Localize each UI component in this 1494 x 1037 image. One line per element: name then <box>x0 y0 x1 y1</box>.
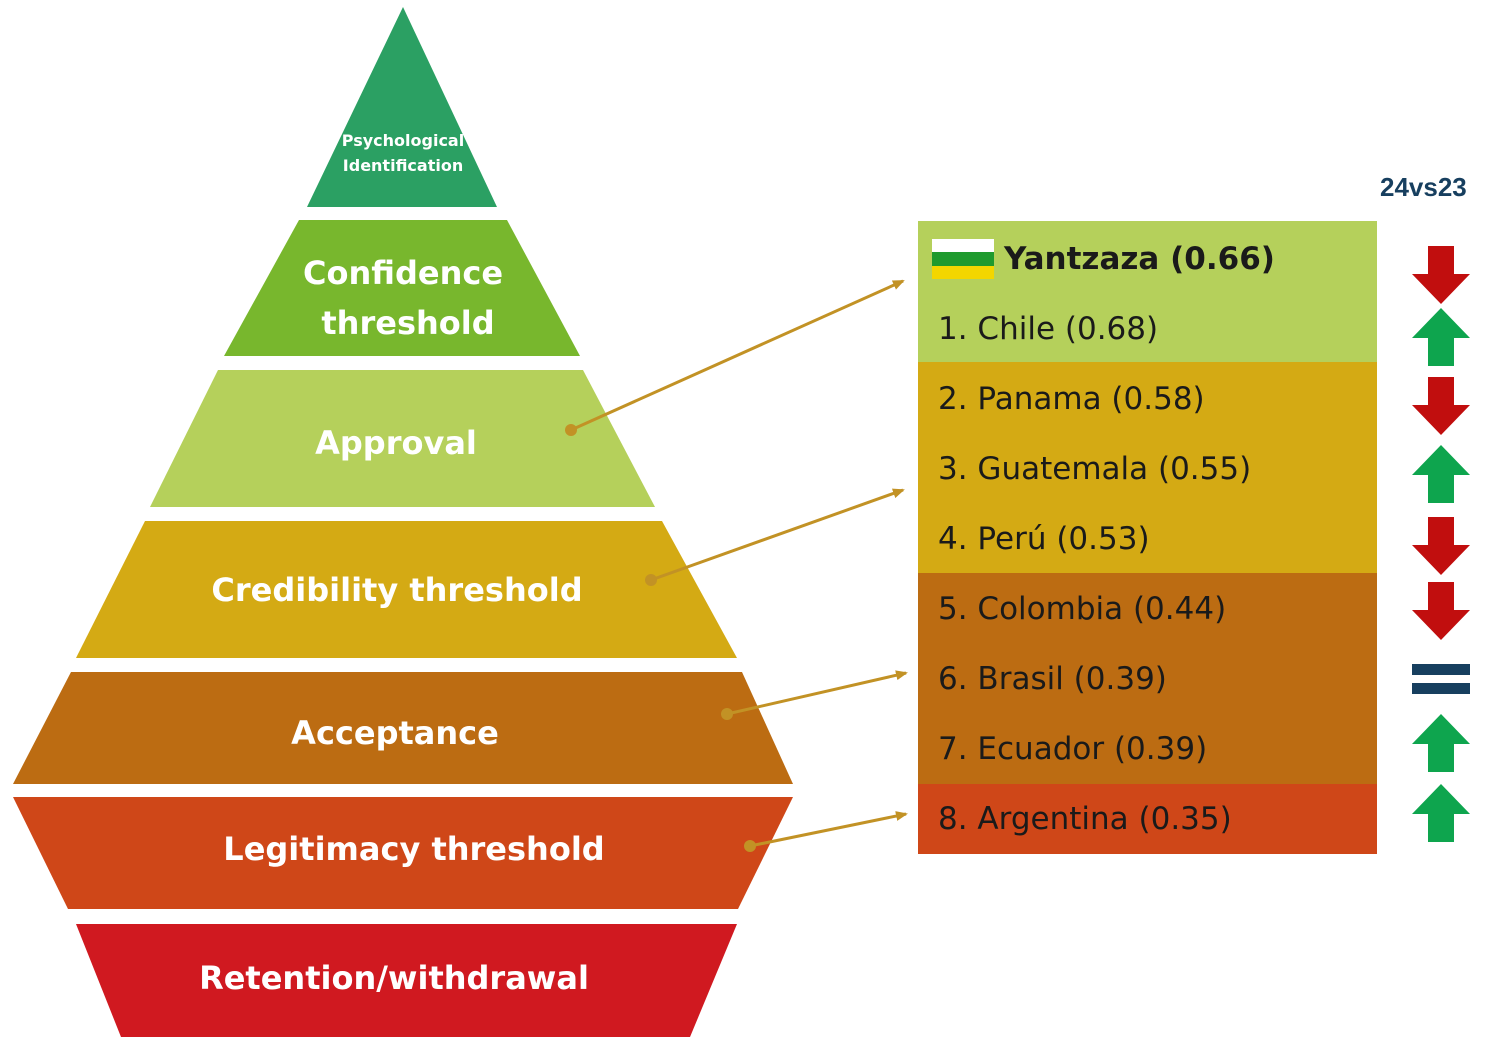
pyramid-level-7 <box>76 924 737 1037</box>
trend-icon-2 <box>1412 377 1470 435</box>
band-legitimacy <box>918 784 1377 854</box>
pyramid-label-3: Approval <box>315 424 477 462</box>
pyramid-level-4 <box>76 521 737 658</box>
ranking-item-3: 3. Guatemala (0.55) <box>938 451 1252 487</box>
band-credibility <box>918 362 1377 573</box>
pyramid-level-6 <box>13 797 793 909</box>
ranking-item-2: 2. Panama (0.58) <box>938 381 1205 417</box>
pyramid-level-3 <box>150 370 655 507</box>
band-approval <box>918 221 1377 362</box>
ecuador-flag-icon <box>932 239 994 279</box>
connector-approval <box>565 279 905 436</box>
flag-stripe-middle <box>932 252 994 266</box>
pyramid-label-2b: threshold <box>321 304 494 342</box>
pyramid-label-5: Acceptance <box>291 714 499 752</box>
ranking-item-4: 4. Perú (0.53) <box>938 521 1150 557</box>
trend-icon-7 <box>1412 714 1470 772</box>
ranking-item-5: 5. Colombia (0.44) <box>938 591 1227 627</box>
pyramid-label-1b: Identification <box>343 156 463 175</box>
ranking-item-1: 1. Chile (0.68) <box>938 311 1159 347</box>
flag-stripe-top <box>932 239 994 253</box>
connector-credibility <box>645 488 905 586</box>
trend-icon-1 <box>1412 308 1470 366</box>
flag-stripe-bottom <box>932 265 994 279</box>
ranking-item-7: 7. Ecuador (0.39) <box>938 731 1208 767</box>
ranking-item-8: 8. Argentina (0.35) <box>938 801 1232 837</box>
pyramid-label-7: Retention/withdrawal <box>199 959 589 997</box>
trend-icon-8 <box>1412 784 1470 842</box>
pyramid-label-1a: Psychological <box>342 131 464 150</box>
pyramid-label-6: Legitimacy threshold <box>223 830 604 868</box>
trend-icon-6 <box>1412 664 1470 694</box>
band-acceptance <box>918 573 1377 784</box>
pyramid-level-2 <box>224 220 580 356</box>
ranking-item-6: 6. Brasil (0.39) <box>938 661 1167 697</box>
pyramid-level-1 <box>307 7 497 207</box>
pyramid-level-5 <box>13 672 793 784</box>
trend-icon-highlight <box>1412 246 1470 304</box>
connector-acceptance <box>721 670 908 720</box>
pyramid-label-2a: Confidence <box>303 254 503 292</box>
pyramid-label-4: Credibility threshold <box>211 571 582 609</box>
connector-legitimacy <box>744 811 908 852</box>
comparison-label: 24vs23 <box>1380 172 1467 202</box>
trend-icon-3 <box>1412 445 1470 503</box>
ranking-highlight: Yantzaza (0.66) <box>1004 241 1275 277</box>
trend-icon-5 <box>1412 582 1470 640</box>
trend-icon-4 <box>1412 517 1470 575</box>
